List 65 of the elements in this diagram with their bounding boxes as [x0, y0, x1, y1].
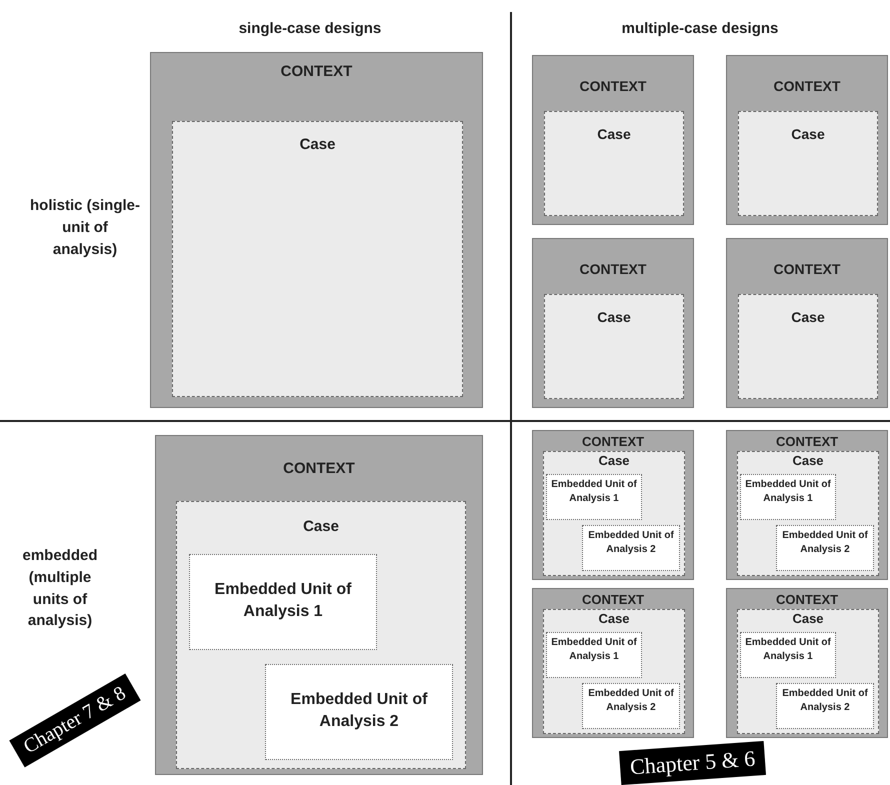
context-label: CONTEXT — [772, 78, 842, 94]
case-box — [544, 111, 684, 216]
context-panel — [726, 55, 888, 225]
case-box — [176, 501, 466, 769]
case-label: Case — [302, 518, 340, 535]
unit-label: Embedded Unit of Analysis 1 — [214, 580, 352, 622]
context-panel — [726, 238, 888, 408]
case-label: Case — [790, 309, 826, 325]
context-panel — [532, 588, 694, 738]
context-label: CONTEXT — [280, 63, 354, 80]
context-label: CONTEXT — [282, 460, 356, 477]
unit-label: Embedded Unit of Analysis 2 — [587, 529, 675, 556]
embedded-unit-box — [740, 632, 836, 678]
context-label: CONTEXT — [580, 592, 646, 607]
row-heading: holistic (single-unit of analysis) — [30, 196, 140, 260]
embedded-unit-box — [776, 525, 874, 571]
case-label: Case — [791, 611, 825, 626]
case-box — [172, 121, 463, 397]
embedded-unit-box — [546, 632, 642, 678]
case-label: Case — [596, 126, 632, 142]
unit-label: Embedded Unit of Analysis 1 — [551, 478, 637, 505]
column-heading: single-case designs — [238, 19, 382, 39]
case-box — [544, 294, 684, 399]
case-label: Case — [791, 453, 825, 468]
embedded-unit-box — [776, 683, 874, 729]
embedded-unit-box — [546, 474, 642, 520]
case-label: Case — [298, 136, 336, 153]
column-heading: multiple-case designs — [620, 19, 780, 39]
case-box — [737, 451, 879, 576]
embedded-unit-box — [740, 474, 836, 520]
case-label: Case — [790, 126, 826, 142]
unit-label: Embedded Unit of Analysis 2 — [781, 687, 869, 714]
case-label: Case — [597, 611, 631, 626]
unit-label: Embedded Unit of Analysis 2 — [587, 687, 675, 714]
embedded-unit-box — [582, 525, 680, 571]
context-label: CONTEXT — [578, 261, 648, 277]
case-box — [738, 294, 878, 399]
unit-label: Embedded Unit of Analysis 1 — [745, 636, 831, 663]
context-panel — [532, 55, 694, 225]
context-panel — [532, 430, 694, 580]
context-label: CONTEXT — [774, 592, 840, 607]
case-box — [737, 609, 879, 734]
context-panel — [726, 588, 888, 738]
case-box — [543, 609, 685, 734]
context-panel — [155, 435, 483, 775]
context-label: CONTEXT — [578, 78, 648, 94]
case-box — [543, 451, 685, 576]
chapter-banner: Chapter 5 & 6 — [619, 740, 766, 785]
case-box — [738, 111, 878, 216]
case-label: Case — [596, 309, 632, 325]
context-panel — [726, 430, 888, 580]
context-label: CONTEXT — [774, 434, 840, 449]
case-label: Case — [597, 453, 631, 468]
row-heading: embedded (multiple units of analysis) — [21, 546, 98, 632]
embedded-unit-box — [189, 554, 377, 650]
context-panel — [150, 52, 483, 408]
unit-label: Embedded Unit of Analysis 1 — [551, 636, 637, 663]
unit-label: Embedded Unit of Analysis 2 — [290, 690, 428, 732]
context-label: CONTEXT — [580, 434, 646, 449]
context-panel — [532, 238, 694, 408]
embedded-unit-box — [265, 664, 453, 760]
embedded-unit-box — [582, 683, 680, 729]
unit-label: Embedded Unit of Analysis 2 — [781, 529, 869, 556]
unit-label: Embedded Unit of Analysis 1 — [745, 478, 831, 505]
context-label: CONTEXT — [772, 261, 842, 277]
